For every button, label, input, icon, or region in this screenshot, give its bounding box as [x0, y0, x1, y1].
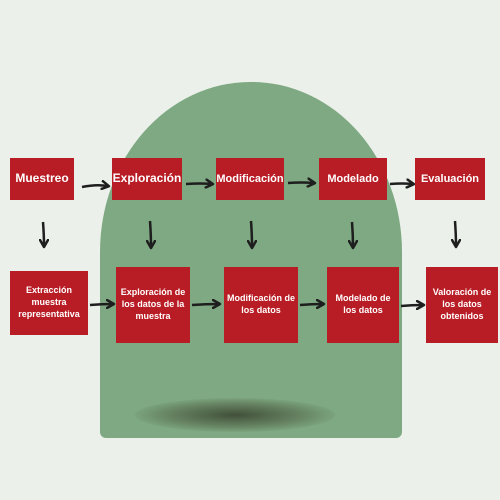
node-modificacion-datos: Modificación de los datos: [224, 267, 298, 343]
node-valoracion-datos: Valoración de los datos obtenidos: [426, 267, 498, 343]
background-blob: [100, 82, 402, 438]
arrow-down-evaluacion: [455, 220, 456, 246]
arrow-modelado-to-evaluacion: [389, 184, 413, 185]
arrow-down-exploracion: [150, 220, 151, 247]
node-exploracion-datos: Exploración de los datos de la muestra: [116, 267, 190, 343]
node-evaluacion: Evaluación: [415, 158, 485, 200]
blob-shadow: [135, 398, 335, 432]
arrow-exploracion-datos-to-modificacion-datos: [191, 304, 219, 305]
node-extraccion-muestra: Extracción muestra representativa: [10, 271, 88, 335]
node-muestreo: Muestreo: [10, 158, 74, 200]
arrow-muestreo-to-exploracion: [81, 185, 108, 187]
arrow-down-muestreo: [43, 221, 44, 246]
node-modificacion: Modificación: [216, 158, 284, 200]
node-modelado-datos: Modelado de los datos: [327, 267, 399, 343]
arrow-exploracion-to-modificacion: [185, 184, 212, 185]
arrow-down-modificacion: [251, 220, 252, 247]
node-exploracion: Exploración: [112, 158, 182, 200]
arrow-modificacion-to-modelado: [287, 183, 314, 184]
arrow-extraccion-to-exploracion-datos: [89, 304, 113, 305]
arrow-modificacion-datos-to-modelado-datos: [299, 304, 323, 305]
arrow-down-modelado: [352, 221, 353, 247]
node-modelado: Modelado: [319, 158, 387, 200]
arrow-modelado-datos-to-valoracion: [400, 305, 423, 306]
